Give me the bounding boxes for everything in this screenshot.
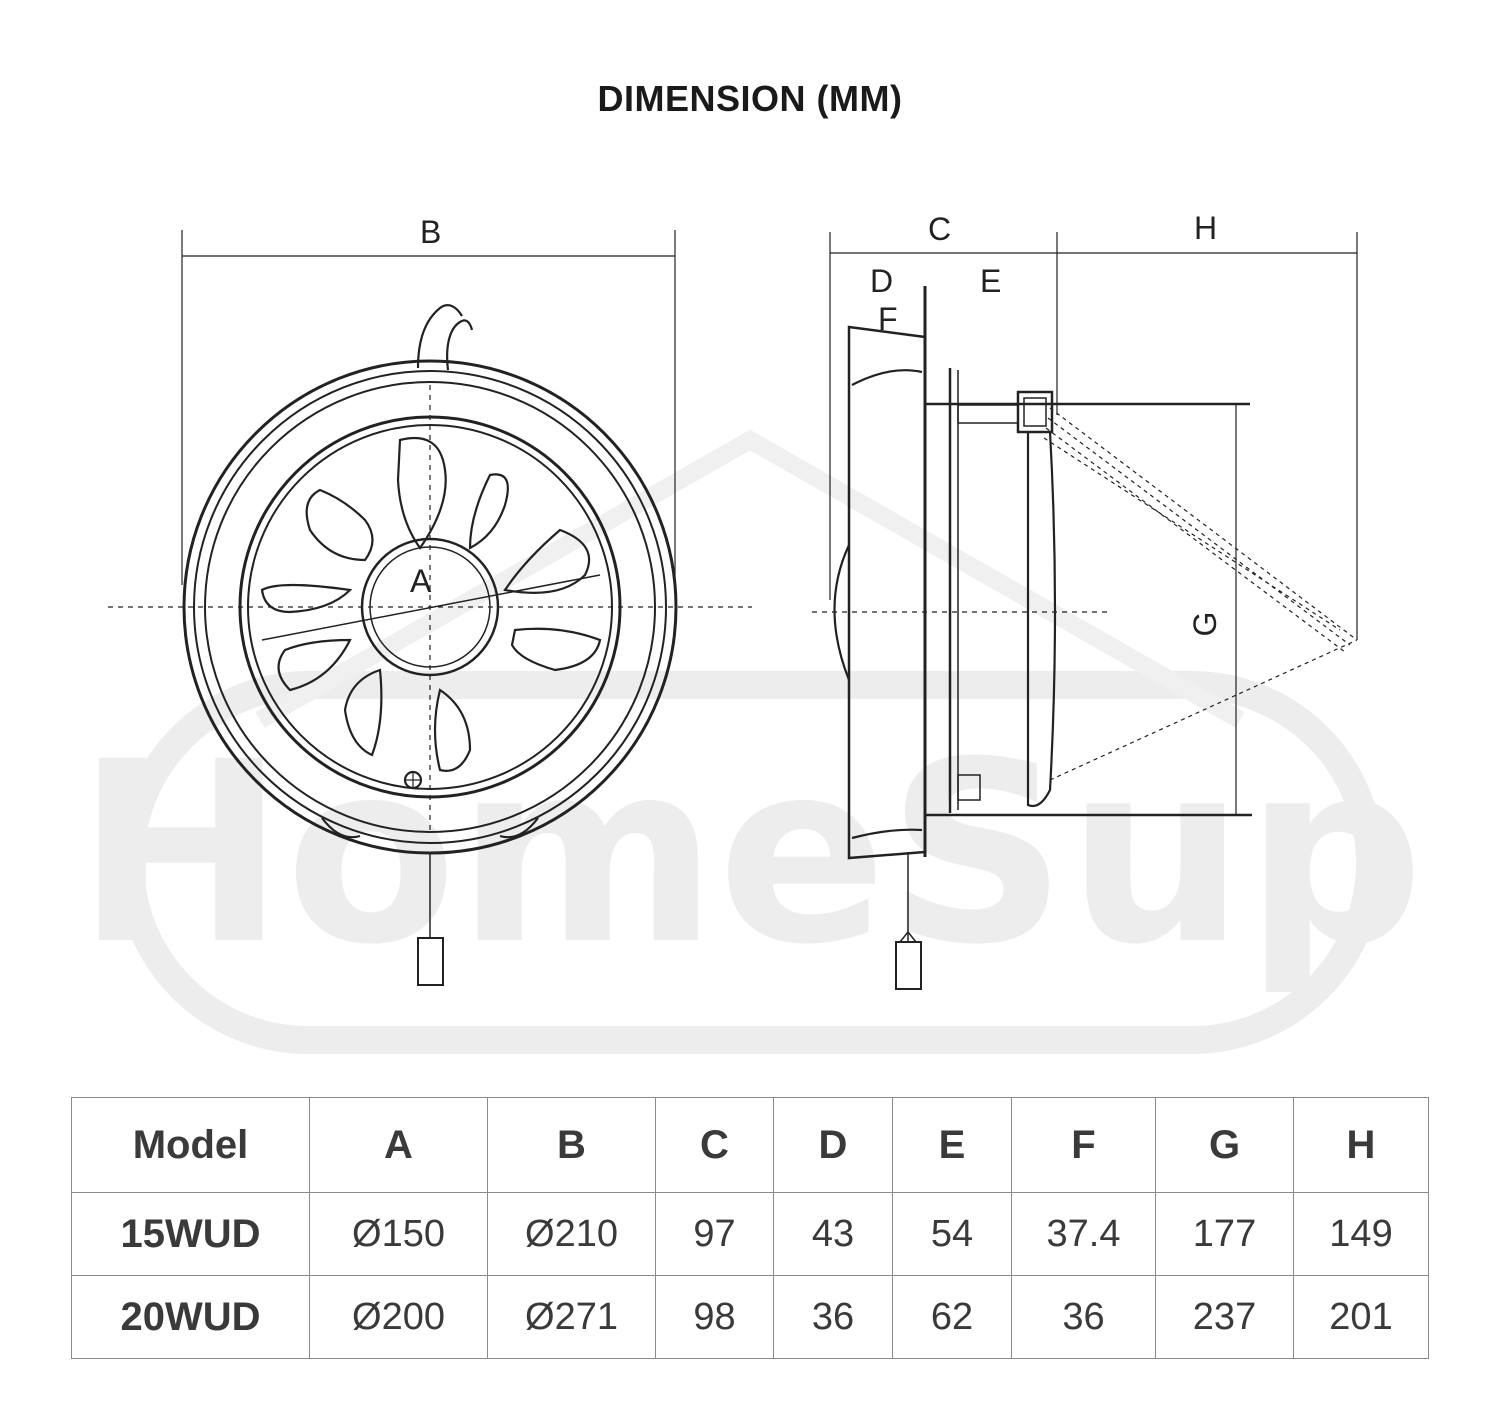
header-g: G — [1155, 1097, 1294, 1193]
label-h: H — [1194, 210, 1217, 246]
cell-e: 54 — [892, 1192, 1012, 1276]
table-row: 15WUD Ø150 Ø210 97 43 54 37.4 177 149 — [71, 1192, 1429, 1276]
cell-f: 36 — [1011, 1275, 1156, 1359]
cell-h: 201 — [1293, 1275, 1429, 1359]
label-c: C — [928, 211, 951, 247]
cell-model: 20WUD — [71, 1275, 310, 1359]
cell-b: Ø210 — [487, 1192, 656, 1276]
header-h: H — [1293, 1097, 1429, 1193]
table-header-row: Model A B C D E F G H — [71, 1097, 1429, 1193]
cell-a: Ø200 — [309, 1275, 488, 1359]
cell-model: 15WUD — [71, 1192, 310, 1276]
header-f: F — [1011, 1097, 1156, 1193]
cell-f: 37.4 — [1011, 1192, 1156, 1276]
page-title: DIMENSION (MM) — [597, 78, 903, 119]
cell-h: 149 — [1293, 1192, 1429, 1276]
label-e: E — [980, 263, 1001, 299]
label-a: A — [410, 563, 432, 599]
label-f: F — [878, 301, 898, 337]
cell-g: 237 — [1155, 1275, 1294, 1359]
label-d: D — [870, 263, 893, 299]
label-b: B — [420, 214, 441, 250]
front-view — [108, 230, 752, 986]
fan-dimension-drawing: HomeSup — [76, 210, 1424, 1054]
cell-a: Ø150 — [309, 1192, 488, 1276]
side-view — [812, 232, 1358, 990]
header-model: Model — [71, 1097, 310, 1193]
cell-c: 98 — [655, 1275, 774, 1359]
header-d: D — [773, 1097, 893, 1193]
watermark: HomeSup — [76, 429, 1424, 1054]
table-row: 20WUD Ø200 Ø271 98 36 62 36 237 201 — [71, 1275, 1429, 1359]
header-a: A — [309, 1097, 488, 1193]
header-b: B — [487, 1097, 656, 1193]
cell-e: 62 — [892, 1275, 1012, 1359]
cell-g: 177 — [1155, 1192, 1294, 1276]
label-g: G — [1187, 612, 1223, 637]
watermark-text: HomeSup — [76, 708, 1424, 999]
cell-d: 36 — [773, 1275, 893, 1359]
cell-b: Ø271 — [487, 1275, 656, 1359]
cell-c: 97 — [655, 1192, 774, 1276]
header-e: E — [892, 1097, 1012, 1193]
header-c: C — [655, 1097, 774, 1193]
cell-d: 43 — [773, 1192, 893, 1276]
dimension-table: Model A B C D E F G H 15WUD Ø150 Ø210 97… — [71, 1097, 1429, 1359]
